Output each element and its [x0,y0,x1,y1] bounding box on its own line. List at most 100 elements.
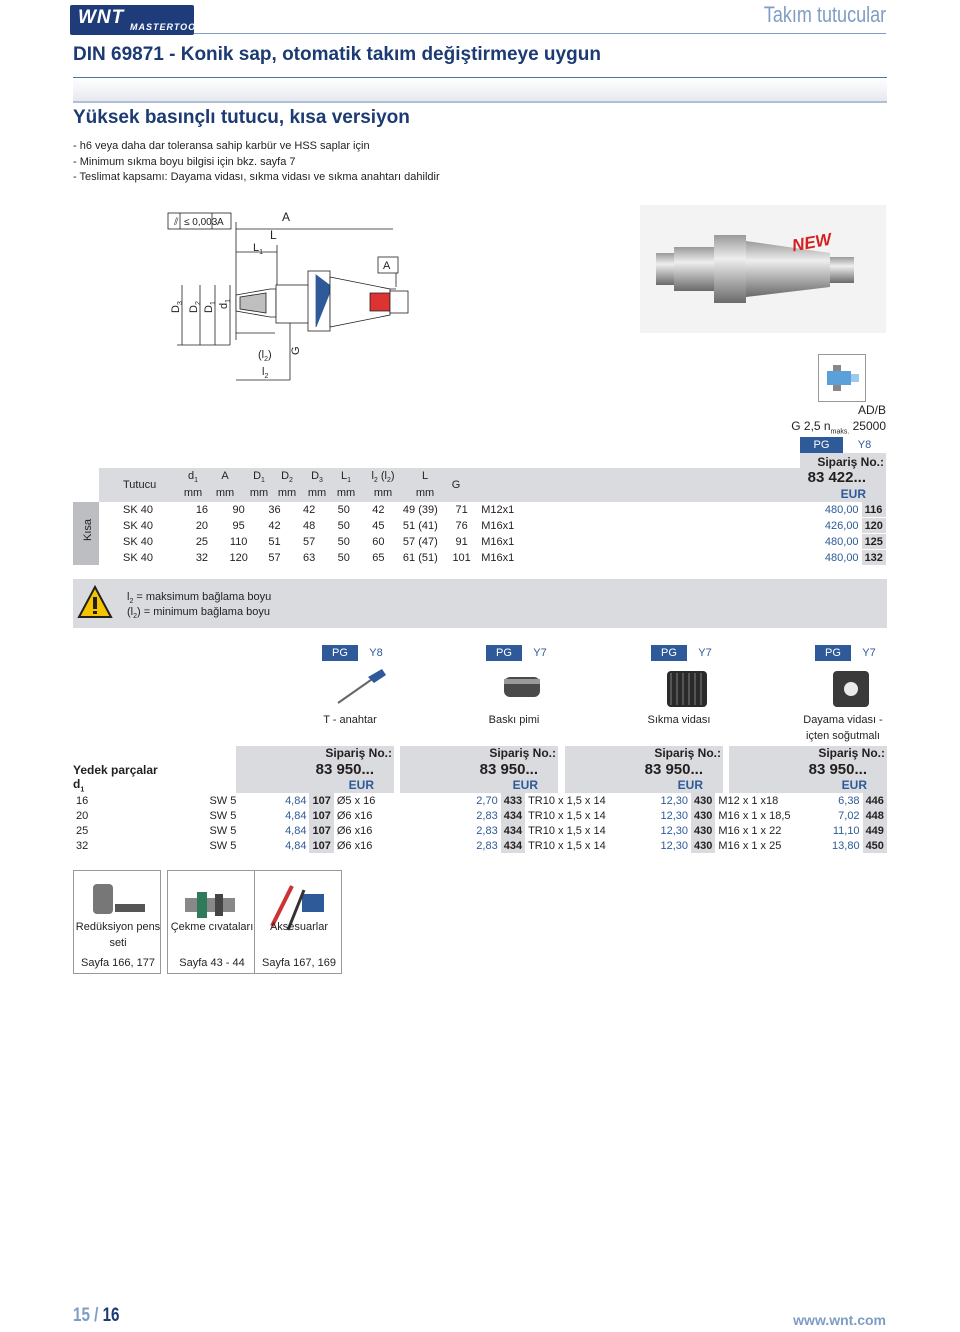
spare-image [657,663,717,718]
cell-D1: 57 [268,551,281,564]
cell-d1: 20 [76,809,89,822]
cell-bc: 434 [500,838,526,853]
col-G: G [451,479,461,491]
balance-label: AD/B [857,403,886,417]
title-band [73,78,887,101]
wnt-logo: WNT MASTERTOOL [70,5,194,35]
col-head-5: L1 [340,470,352,485]
logo-sub: MASTERTOOL [130,22,194,32]
accessory-image [258,876,338,941]
accessory-page-ref[interactable]: Sayfa 167, 169 [261,957,336,969]
cell-d1: 32 [76,839,89,852]
accessory-name: Aksesuarlar [269,921,329,933]
col-head-4: D3 [311,470,323,485]
dim-L1: L1 [253,242,263,256]
page-subtitle: Yüksek basınçlı tutucu, kısa versiyon [73,107,410,128]
cell-D1: 36 [268,503,281,516]
spare-eur: EUR [841,778,867,792]
cell-ap: 4,84 [285,794,307,807]
cell-code: 125 [861,533,886,550]
spare-order-number: 83 950... [315,761,374,778]
accessory-page-ref[interactable]: Sayfa 43 - 44 [179,957,245,969]
col-head-1: A [221,470,229,482]
accessory-name: Redüksiyon pens seti [75,921,161,949]
cell-ac: 107 [309,808,334,823]
order-number: 83 422... [807,469,866,486]
cell-d1: 16 [76,794,89,807]
cell-D3: 50 [337,551,350,564]
col-head-0: d1 [187,470,199,485]
accessory-image [77,876,157,941]
unit-mm: mm [215,487,235,499]
unit-mm: mm [373,487,393,499]
logo-brand: WNT [78,7,125,28]
page-title: DIN 69871 - Konik sap, otomatik takım de… [73,44,601,65]
cell-A: 90 [232,503,245,516]
dim-A: A [282,210,290,224]
cell-ac: 107 [309,838,334,853]
title-rule [73,77,887,78]
cell-a: SW 5 [209,794,237,807]
cell-cp: 12,30 [660,794,688,807]
spare-name: Sıkma vidası [647,714,711,726]
cell-ep: 6,38 [838,794,860,807]
cell-code: 120 [861,517,886,534]
cell-G: M16x1 [481,519,515,532]
unit-mm: mm [415,487,435,499]
website-link[interactable]: www.wnt.com [793,1312,886,1328]
order-head-bg [800,453,886,502]
cell-b: Ø6 x16 [336,809,373,822]
cell-bc: 434 [500,823,526,838]
order-label: Sipariş No.: [817,455,884,469]
cell-ec: 446 [862,793,887,808]
cell-L1: 60 [372,535,385,548]
feature-list: h6 veya daha dar toleransa sahip karbür … [73,139,440,186]
cell-d1: 20 [195,519,209,532]
cell-price: 480,00 [824,551,859,564]
cell-a: SW 5 [209,809,237,822]
col-head-2: D1 [253,470,265,485]
col-head-3: D2 [281,470,293,485]
spare-order-number: 83 950... [808,761,867,778]
cell-ep: 11,10 [832,824,860,837]
dim-d1: d1 [218,299,232,309]
header-line [194,33,886,34]
cell-G: M16x1 [481,535,515,548]
table-head-bg [99,468,800,502]
dim-D1: D1 [203,301,217,313]
spare-name: Dayama vidası - içten soğutmalı [803,714,883,742]
cell-l2: 61 (51) [402,551,438,564]
balance-spec: G 2,5 nmaks. 25000 [791,419,886,436]
cell-ec: 448 [862,808,887,823]
cell-D2: 48 [302,519,316,532]
cell-cc: 430 [691,823,716,838]
cell-name: SK 40 [123,535,153,548]
unit-mm: mm [277,487,297,499]
cell-D1: 51 [268,535,281,548]
cell-e: M16 x 1 x 18,5 [718,809,791,822]
cell-e: M16 x 1 x 22 [718,824,782,837]
warning-line-1: l2 = maksimum bağlama boyu [127,591,272,606]
cell-A: 120 [229,551,248,564]
cell-L: 91 [455,535,468,548]
cell-ec: 449 [862,823,887,838]
cell-e: M16 x 1 x 25 [718,839,782,852]
spare-order-label: Sipariş No.: [654,746,721,760]
coolant-icon [818,354,866,402]
cell-price: 426,00 [824,519,859,532]
cell-ec: 450 [862,838,887,853]
cell-D2: 63 [302,551,316,564]
cell-code: 116 [861,502,886,518]
cell-d1: 25 [195,535,209,548]
cell-name: SK 40 [123,503,153,516]
cell-D1: 42 [268,519,281,532]
accessory-page-ref[interactable]: Sayfa 166, 177 [80,957,155,969]
cell-ap: 4,84 [285,824,307,837]
cell-ap: 4,84 [285,839,307,852]
warning-box: l2 = maksimum bağlama boyu (l2) = minimu… [73,579,887,628]
